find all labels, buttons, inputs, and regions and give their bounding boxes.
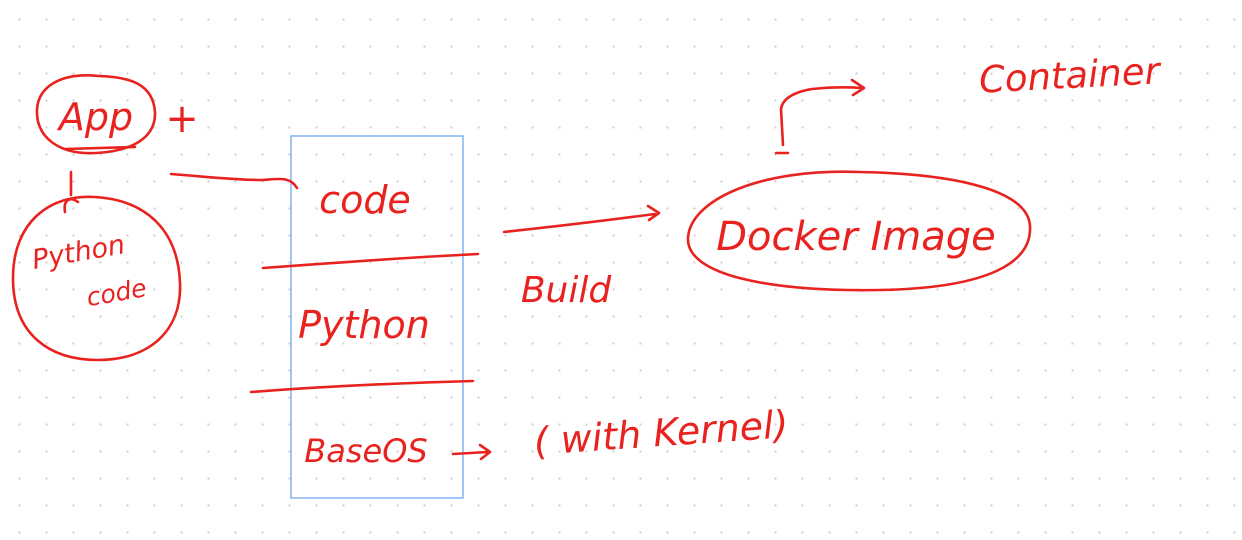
build-arrow [502,204,661,234]
base-os-arrow [451,443,492,461]
selection-box[interactable] [290,135,464,499]
layer-code-label: code [319,178,411,222]
plus-sign: + [165,96,199,142]
docker-image-label: Docker Image [716,214,995,260]
image-to-container-arrow [774,78,866,155]
python-code-line2: code [84,273,148,312]
layer-divider-2 [249,379,475,394]
build-label: Build [521,270,613,311]
docker-image-oval [686,170,1032,292]
app-underline [63,145,137,151]
app-to-code-connector [169,172,299,190]
python-code-line1: Python [30,229,128,276]
with-kernel-note: ( with Kernel) [532,402,789,464]
app-to-python-connector [63,170,80,214]
layer-python-label: Python [298,303,430,347]
ink-layer: App + Python code code Python BaseOS ( w… [11,49,1164,470]
layer-base-os-label: BaseOS [304,432,427,470]
python-code-circle [11,195,182,362]
layer-divider-1 [261,252,480,270]
app-label: App [56,95,133,139]
container-label: Container [978,49,1164,102]
app-oval [35,74,157,155]
